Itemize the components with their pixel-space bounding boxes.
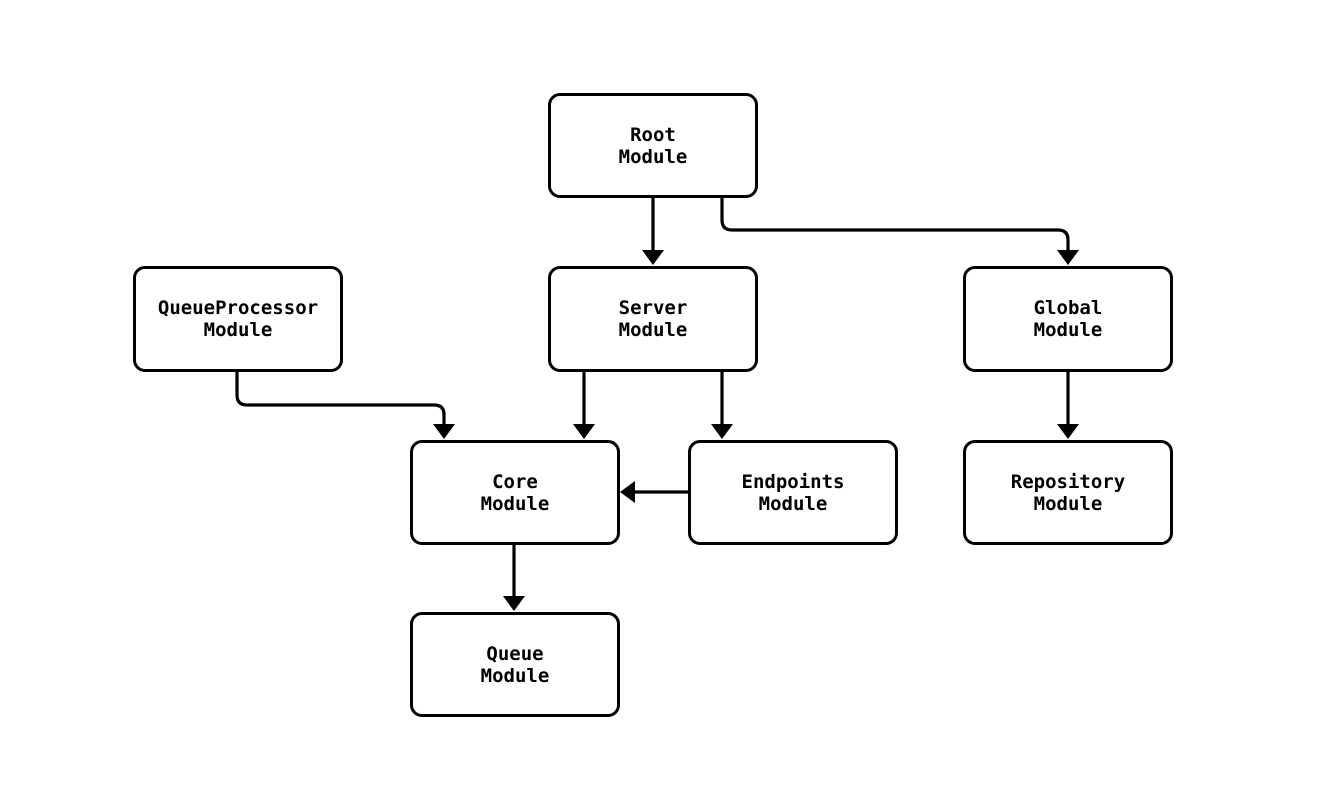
- edge-root-to-global: [720, 198, 1079, 265]
- node-label-line: QueueProcessor: [157, 297, 319, 319]
- node-label-line: Module: [480, 492, 550, 515]
- edge-queueprocessor-to-core: [235, 372, 455, 439]
- node-label-line: Global: [1033, 297, 1103, 319]
- node-label-line: Module: [480, 664, 550, 687]
- node-label-line: Server: [618, 297, 688, 319]
- node-label-line: Root: [630, 123, 676, 146]
- node-label-line: Module: [618, 145, 688, 168]
- node-label-line: Core: [492, 470, 538, 493]
- node-label-line: Endpoints: [741, 470, 845, 493]
- node-label-line: Module: [1033, 319, 1103, 341]
- node-label-line: Module: [618, 319, 688, 341]
- node-label-line: Module: [1033, 492, 1103, 515]
- node-label-line: Repository: [1010, 470, 1126, 493]
- node-label-line: Module: [203, 319, 273, 341]
- node-label-line: Module: [758, 492, 828, 515]
- node-label-line: Queue: [486, 642, 544, 665]
